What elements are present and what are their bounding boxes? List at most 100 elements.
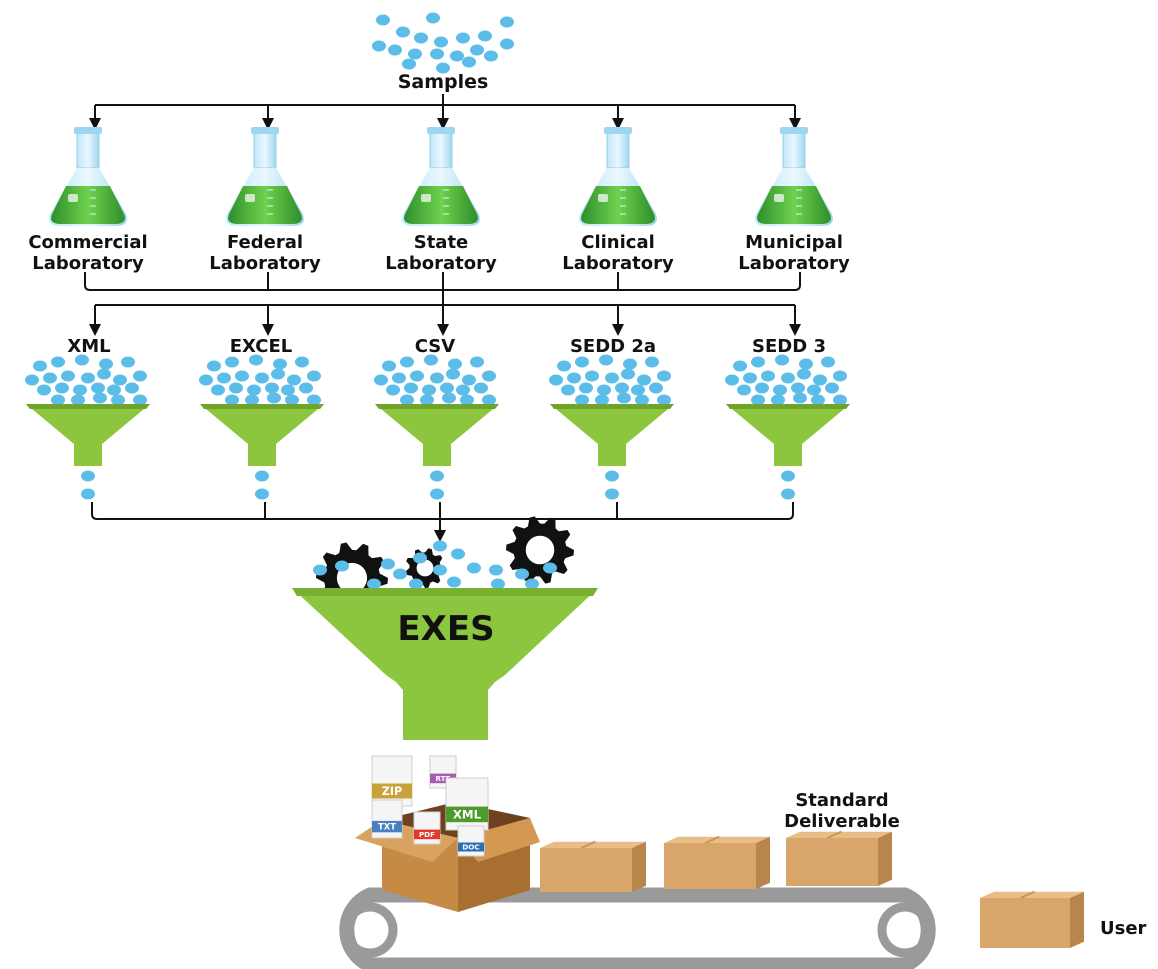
sample-dot bbox=[424, 354, 438, 366]
sample-dot bbox=[267, 392, 281, 404]
sample-dot bbox=[255, 372, 269, 384]
sample-dot bbox=[73, 384, 87, 396]
sample-dot bbox=[474, 382, 488, 394]
sample-dot bbox=[285, 394, 299, 406]
sample-dot bbox=[451, 548, 465, 560]
sample-dot bbox=[107, 384, 121, 396]
file-icon: RTF bbox=[429, 755, 457, 789]
closed-boxes bbox=[540, 830, 1084, 948]
sample-dot bbox=[605, 470, 619, 482]
sample-dot bbox=[81, 372, 95, 384]
sample-dot bbox=[773, 384, 787, 396]
sample-dot bbox=[433, 540, 447, 552]
sample-dot bbox=[595, 394, 609, 406]
sample-dot bbox=[833, 394, 847, 406]
lab-label-clinical-line2: Laboratory bbox=[562, 253, 674, 274]
exes-input-dots bbox=[313, 540, 557, 604]
sample-dot bbox=[374, 374, 388, 386]
sample-dot bbox=[247, 384, 261, 396]
sample-dots bbox=[372, 12, 514, 74]
sample-dot bbox=[125, 382, 139, 394]
lab-label-state-line1: State bbox=[414, 232, 469, 253]
sample-dot bbox=[93, 392, 107, 404]
sample-dot bbox=[381, 558, 395, 570]
sample-dot bbox=[430, 488, 444, 500]
sample-dot bbox=[75, 354, 89, 366]
sample-dot bbox=[781, 372, 795, 384]
sample-dot bbox=[388, 44, 402, 56]
sample-dot bbox=[410, 370, 424, 382]
file-icon: XML bbox=[445, 777, 489, 831]
sample-dot bbox=[813, 374, 827, 386]
sample-dot bbox=[133, 394, 147, 406]
sample-dot bbox=[225, 356, 239, 368]
sample-dot bbox=[207, 360, 221, 372]
flask-icon bbox=[49, 127, 127, 226]
sample-dot bbox=[436, 62, 450, 74]
format-funnels bbox=[25, 354, 850, 500]
format-funnel bbox=[25, 354, 150, 500]
sample-dot bbox=[623, 358, 637, 370]
sample-dot bbox=[807, 384, 821, 396]
sample-dot bbox=[37, 384, 51, 396]
sample-dot bbox=[448, 358, 462, 370]
sample-dot bbox=[307, 394, 321, 406]
funnel-shape bbox=[26, 404, 150, 466]
sample-dot bbox=[396, 26, 410, 38]
sample-dot bbox=[211, 384, 225, 396]
sample-dot bbox=[482, 370, 496, 382]
sample-dot bbox=[797, 368, 811, 380]
format-funnel bbox=[199, 354, 324, 500]
lab-label-commercial-line1: Commercial bbox=[28, 232, 147, 253]
standard-deliverable-line2: Deliverable bbox=[784, 811, 900, 832]
sample-dot bbox=[442, 392, 456, 404]
sample-dot bbox=[408, 48, 422, 60]
sample-dot bbox=[579, 382, 593, 394]
sample-dot bbox=[543, 562, 557, 574]
sample-dot bbox=[111, 394, 125, 406]
sample-dot bbox=[833, 370, 847, 382]
sample-dot bbox=[470, 356, 484, 368]
sample-dot bbox=[225, 394, 239, 406]
sample-dot bbox=[61, 370, 75, 382]
conveyor-belt bbox=[339, 887, 936, 969]
sample-dot bbox=[81, 470, 95, 482]
sample-dot bbox=[414, 32, 428, 44]
sample-dot bbox=[335, 560, 349, 572]
file-type-label: PDF bbox=[419, 830, 435, 839]
flask-icon bbox=[226, 127, 304, 226]
sample-dot bbox=[605, 372, 619, 384]
sample-dot bbox=[99, 358, 113, 370]
lab-label-municipal-line2: Laboratory bbox=[738, 253, 850, 274]
sample-dot bbox=[631, 384, 645, 396]
sample-dot bbox=[376, 14, 390, 26]
sample-dot bbox=[599, 354, 613, 366]
funnel-shape bbox=[375, 404, 499, 466]
funnels-to-exes-connector bbox=[91, 502, 794, 542]
sample-dot bbox=[500, 38, 514, 50]
sample-dot bbox=[255, 488, 269, 500]
gear-icon bbox=[506, 516, 574, 584]
sample-dot bbox=[456, 32, 470, 44]
sample-dot bbox=[467, 562, 481, 574]
sample-dot bbox=[621, 368, 635, 380]
sample-dot bbox=[525, 578, 539, 590]
sample-dot bbox=[433, 564, 447, 576]
sample-dot bbox=[470, 44, 484, 56]
sample-dot bbox=[549, 374, 563, 386]
sample-dot bbox=[430, 48, 444, 60]
sample-dot bbox=[575, 356, 589, 368]
lab-label-clinical-line1: Clinical bbox=[581, 232, 655, 253]
sample-dot bbox=[460, 394, 474, 406]
sample-dot bbox=[133, 370, 147, 382]
file-type-label: RTF bbox=[435, 774, 450, 783]
sample-dot bbox=[821, 356, 835, 368]
sample-dot bbox=[491, 578, 505, 590]
sample-dot bbox=[446, 368, 460, 380]
lab-label-federal-line1: Federal bbox=[227, 232, 303, 253]
sample-dot bbox=[55, 382, 69, 394]
sample-dot bbox=[235, 370, 249, 382]
format-label-sedd-2a: SEDD 2a bbox=[570, 336, 656, 357]
